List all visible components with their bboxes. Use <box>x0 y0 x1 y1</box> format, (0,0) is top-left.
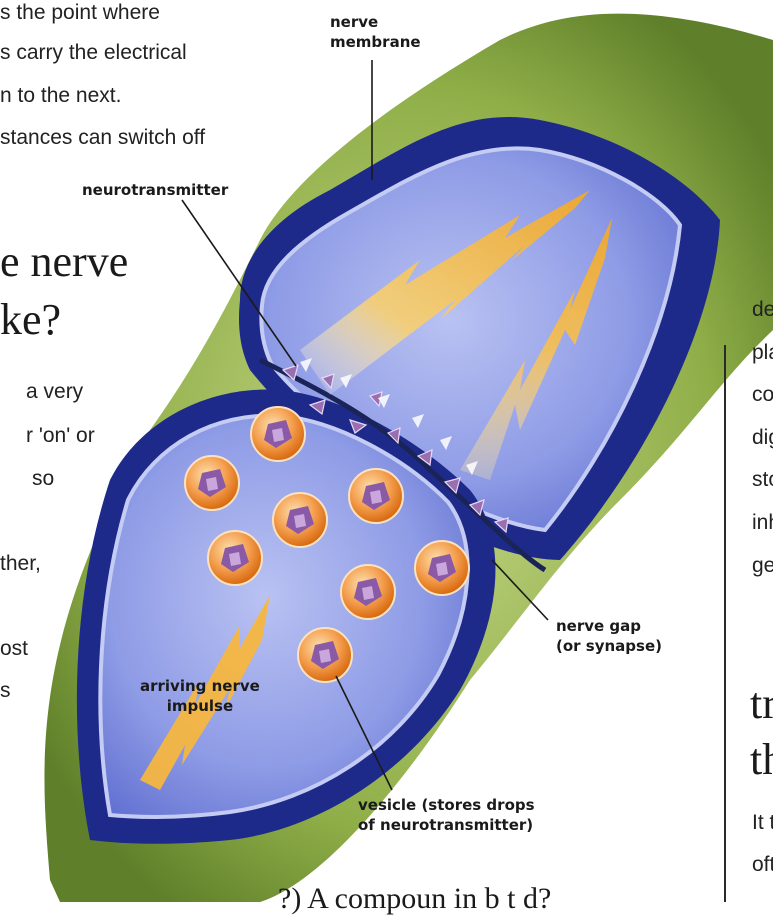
body-line: ost <box>0 638 28 659</box>
body-line: ther, <box>0 553 41 574</box>
body-line: It t <box>752 812 773 833</box>
vesicle <box>415 541 469 595</box>
label-neurotransmitter: neurotransmitter <box>82 180 228 200</box>
body-line: inh <box>752 512 773 533</box>
body-line: pla <box>752 342 773 363</box>
bottom-heading: ?) A compoun in b t d? <box>278 884 551 914</box>
vesicle <box>185 456 239 510</box>
body-line: r 'on' or <box>26 425 95 446</box>
body-line: de <box>752 299 773 320</box>
body-line: stances can switch off <box>0 127 205 148</box>
label-nerve-membrane: nerve membrane <box>330 12 421 53</box>
body-line: so <box>32 468 54 489</box>
body-line: s the point where <box>0 2 160 23</box>
body-line: sto <box>752 469 773 490</box>
body-line: s <box>0 680 11 701</box>
label-arriving-impulse: arriving nerve impulse <box>140 676 260 717</box>
body-line: s carry the electrical <box>0 42 187 63</box>
vesicle <box>349 469 403 523</box>
heading-line: th <box>750 738 773 782</box>
body-line: n to the next. <box>0 85 121 106</box>
heading-line: e nerve <box>0 240 128 284</box>
vesicle <box>273 493 327 547</box>
vesicle <box>341 565 395 619</box>
vesicle <box>251 407 305 461</box>
body-line: dig <box>752 427 773 448</box>
vesicle <box>298 628 352 682</box>
label-nerve-gap: nerve gap (or synapse) <box>556 616 662 657</box>
body-line: ge <box>752 555 773 576</box>
body-line: a very <box>26 381 83 402</box>
label-vesicle: vesicle (stores drops of neurotransmitte… <box>358 795 535 836</box>
heading-line: ke? <box>0 298 61 342</box>
vesicle <box>208 531 262 585</box>
heading-line: tr <box>750 682 773 726</box>
body-line: co <box>752 384 773 405</box>
body-line: oft <box>752 854 773 875</box>
column-rule <box>724 345 726 902</box>
